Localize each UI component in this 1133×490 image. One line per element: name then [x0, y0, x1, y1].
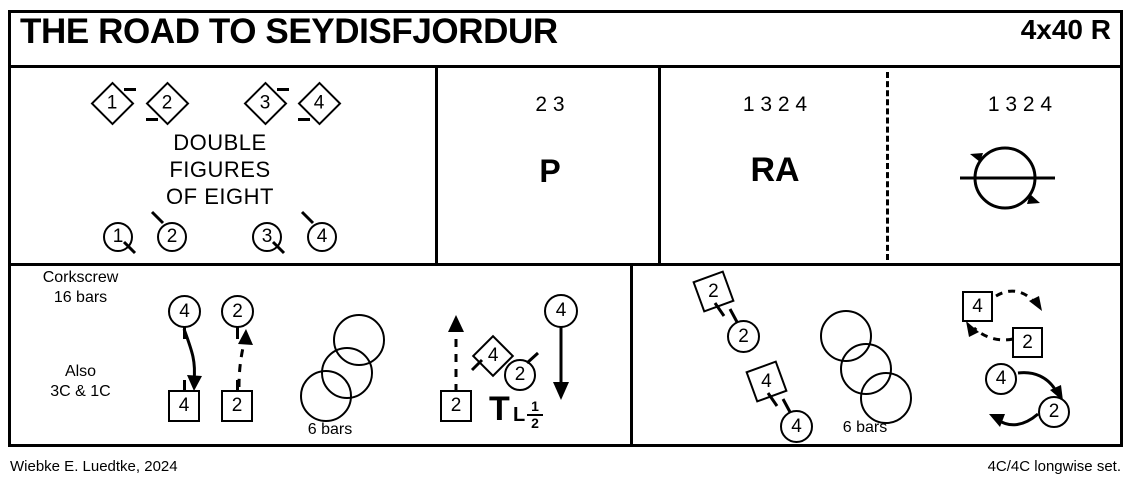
lady-4-number: 4	[316, 226, 328, 247]
cell3-figure: RA	[750, 151, 800, 189]
r2c1-lady-4b: 4	[544, 294, 578, 328]
col-divider-2	[658, 68, 661, 263]
chain-ring-r3	[860, 372, 912, 424]
arrow-sq4-dashed	[995, 289, 1042, 311]
r2c2-sq-2-number: 2	[1022, 331, 1033, 353]
r2c1-man-4-number: 4	[178, 395, 190, 416]
lady-2-circle: 2	[157, 222, 187, 252]
lady-3-number: 3	[261, 226, 273, 247]
r2c1-lady-4: 4	[168, 295, 201, 328]
cell4-couples: 1 3 2 4	[987, 93, 1053, 116]
man-1-tail	[124, 88, 136, 91]
r2c1-man-2b-number: 2	[450, 395, 462, 416]
r2c1-man-4-tail	[183, 380, 186, 392]
man-4-number: 4	[314, 92, 325, 114]
r2c2-lady-4-tail	[781, 398, 792, 413]
lady-1-circle: 1	[103, 222, 133, 252]
corkscrew-note: Corkscrew 16 bars	[18, 268, 143, 307]
man-3-tail	[277, 88, 289, 91]
r2c1-man-2-number: 2	[231, 395, 243, 416]
sheet-border	[8, 10, 1123, 447]
also-line-1: Also	[64, 363, 97, 380]
author-credit: Wiebke E. Luedtke, 2024	[10, 458, 178, 475]
r2c2-lady-4-number: 4	[791, 415, 802, 437]
figure-description: DOUBLE FIGURES OF EIGHT	[140, 130, 300, 210]
r2c1-turn-lady-2-tail	[525, 351, 540, 365]
man-2-number: 2	[162, 92, 173, 114]
col-divider-3	[630, 266, 633, 447]
col-divider-1	[435, 68, 438, 263]
lady-4-tail	[300, 210, 315, 225]
turn-fraction-denominator: 2	[527, 413, 543, 431]
turn-label: T	[489, 390, 510, 428]
r2c1-lady-2-number: 2	[232, 300, 243, 322]
figure-line-3: OF EIGHT	[166, 183, 274, 209]
arrow-lady4-down	[182, 328, 202, 391]
set-description: 4C/4C longwise set.	[987, 458, 1121, 475]
lady-3-circle: 3	[252, 222, 282, 252]
corkscrew-line-1: Corkscrew	[42, 269, 119, 286]
r2c2-lady-2-tail	[728, 308, 739, 323]
man-1-number: 1	[107, 92, 118, 114]
r2c2-man-4-tail	[766, 392, 779, 407]
lady-1-number: 1	[112, 226, 124, 247]
lady-2-tail	[150, 210, 165, 225]
dashed-divider	[886, 72, 889, 260]
lady-1-tail	[122, 240, 137, 255]
r2c1-lady-4-number: 4	[179, 300, 190, 322]
man-3-number: 3	[260, 92, 271, 114]
arrow-lady4b-down	[553, 326, 569, 400]
r2c2-man-2-tail	[713, 302, 726, 317]
figure-line-2: FIGURES	[169, 156, 271, 182]
turn-fraction-numerator: 1	[531, 398, 539, 414]
title-bar	[8, 10, 1123, 68]
chain-ring-3	[333, 314, 385, 366]
r2c1-lady-2-tail	[236, 327, 239, 339]
chain-bars-right: 6 bars	[842, 419, 888, 436]
r2c1-turn-lady-2: 2	[504, 359, 536, 391]
cell3-couples: 1 3 2 4	[742, 93, 808, 116]
also-line-2: 3C & 1C	[50, 382, 111, 400]
r2c1-turn-man-4-number: 4	[487, 344, 499, 366]
man-4-tail	[298, 118, 310, 121]
r2c2-sq-4-number: 4	[972, 295, 983, 317]
r2c1-man-2-tail	[236, 380, 239, 392]
r2c2-lady-4: 4	[780, 410, 813, 443]
r2c2-circ-2-number: 2	[1048, 401, 1060, 422]
r2c2-man-2-number: 2	[708, 280, 719, 302]
arrow-circ2-solid	[989, 412, 1039, 427]
r2c1-turn-man-4-tail	[470, 358, 484, 372]
row-divider	[8, 263, 1123, 266]
r2c2-lady-2-number: 2	[738, 325, 749, 347]
turn-hand-label: L	[513, 404, 526, 426]
r2c1-man-2b: 2	[440, 390, 472, 422]
man-2-tail	[146, 118, 158, 121]
r2c2-circ-4: 4	[985, 363, 1017, 395]
arrow-sq2-dashed	[966, 321, 1014, 342]
cell2-figure: P	[539, 153, 561, 189]
lady-2-number: 2	[166, 226, 178, 247]
r2c1-turn-lady-2-number: 2	[514, 364, 526, 385]
cell2-couples: 2 3	[535, 93, 565, 116]
figure-line-1: DOUBLE	[173, 130, 267, 155]
also-note: Also 3C & 1C	[18, 362, 143, 401]
r2c1-lady-2: 2	[221, 295, 254, 328]
circle-round-icon	[960, 146, 1055, 210]
arrow-man2-up	[237, 329, 253, 388]
r2c2-man-4-number: 4	[761, 370, 772, 392]
chain-bars-left: 6 bars	[307, 421, 353, 438]
page-title: THE ROAD TO SEYDISFJORDUR	[20, 12, 558, 51]
lady-3-tail	[271, 240, 286, 255]
r2c2-circ-2: 2	[1038, 396, 1070, 428]
r2c2-circ-4-number: 4	[995, 368, 1007, 389]
r2c2-sq-4: 4	[962, 291, 993, 322]
arrow-man2b-up	[448, 315, 464, 392]
lady-4-circle: 4	[307, 222, 337, 252]
meter-label: 4x40 R	[1020, 14, 1111, 45]
r2c2-lady-2: 2	[727, 320, 760, 353]
r2c2-sq-2: 2	[1012, 327, 1043, 358]
turn-fraction: 1 2	[527, 399, 543, 430]
r2c1-lady-4b-number: 4	[555, 300, 567, 321]
corkscrew-line-2: 16 bars	[53, 288, 108, 306]
